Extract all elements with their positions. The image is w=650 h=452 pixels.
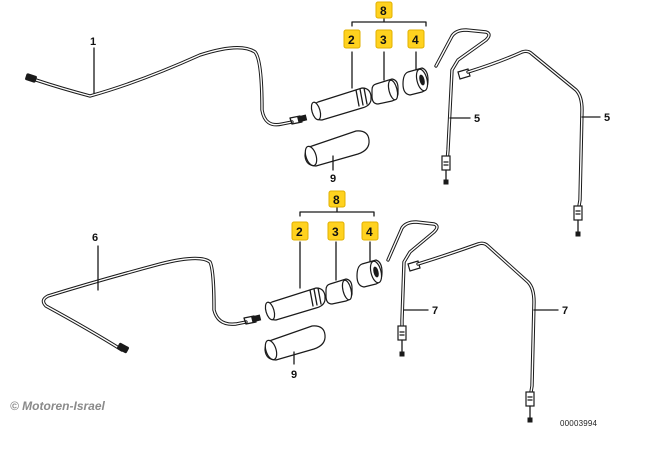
top-assembly: 1 9 (25, 13, 610, 237)
highlight-4-bottom[interactable] (361, 221, 379, 241)
cable-7a (386, 220, 439, 357)
callout-1: 1 (90, 36, 96, 48)
highlight-2-top[interactable] (343, 29, 361, 49)
callout-4-bottom: 4 (366, 225, 373, 239)
part-9-grip-bottom (264, 325, 326, 361)
callout-5b: 5 (604, 112, 610, 124)
cable-5b (457, 49, 584, 237)
highlight-8-top[interactable] (375, 1, 393, 19)
highlight-2-bottom[interactable] (291, 221, 309, 241)
bottom-assembly: 6 9 (41, 205, 568, 423)
callout-9-top: 9 (330, 173, 336, 185)
callout-7b: 7 (562, 305, 568, 317)
callout-2-bottom: 2 (296, 225, 303, 239)
callout-6: 6 (92, 232, 98, 244)
callout-3-bottom: 3 (332, 225, 339, 239)
callout-7a: 7 (432, 305, 438, 317)
callout-9-bottom: 9 (291, 369, 297, 381)
callout-2-top: 2 (348, 33, 355, 47)
part-2-housing-bottom (264, 287, 326, 321)
cable-1 (25, 46, 308, 127)
part-3-sleeve-bottom (325, 278, 353, 305)
part-4-nut-bottom (356, 259, 383, 288)
highlight-4-top[interactable] (407, 29, 425, 49)
highlight-callouts: 8 2 3 4 8 2 3 4 (291, 1, 425, 241)
cable-6 (41, 256, 262, 354)
callout-5a: 5 (474, 113, 480, 125)
part-9-grip-top (304, 130, 370, 167)
part-2-housing-top (310, 87, 372, 121)
highlight-3-bottom[interactable] (327, 221, 345, 241)
highlight-8-bottom[interactable] (328, 190, 346, 208)
cable-5a (434, 28, 491, 185)
callout-3-top: 3 (380, 33, 387, 47)
highlight-3-top[interactable] (375, 29, 393, 49)
part-4-nut-top (402, 67, 429, 96)
callout-8-bottom: 8 (333, 193, 340, 207)
callout-8-top: 8 (380, 4, 387, 18)
callout-4-top: 4 (412, 33, 419, 47)
drawing-code: 00003994 (560, 419, 598, 428)
part-3-sleeve-top (371, 78, 399, 105)
cable-7b (407, 241, 536, 423)
watermark-text: © Motoren-Israel (10, 399, 105, 413)
